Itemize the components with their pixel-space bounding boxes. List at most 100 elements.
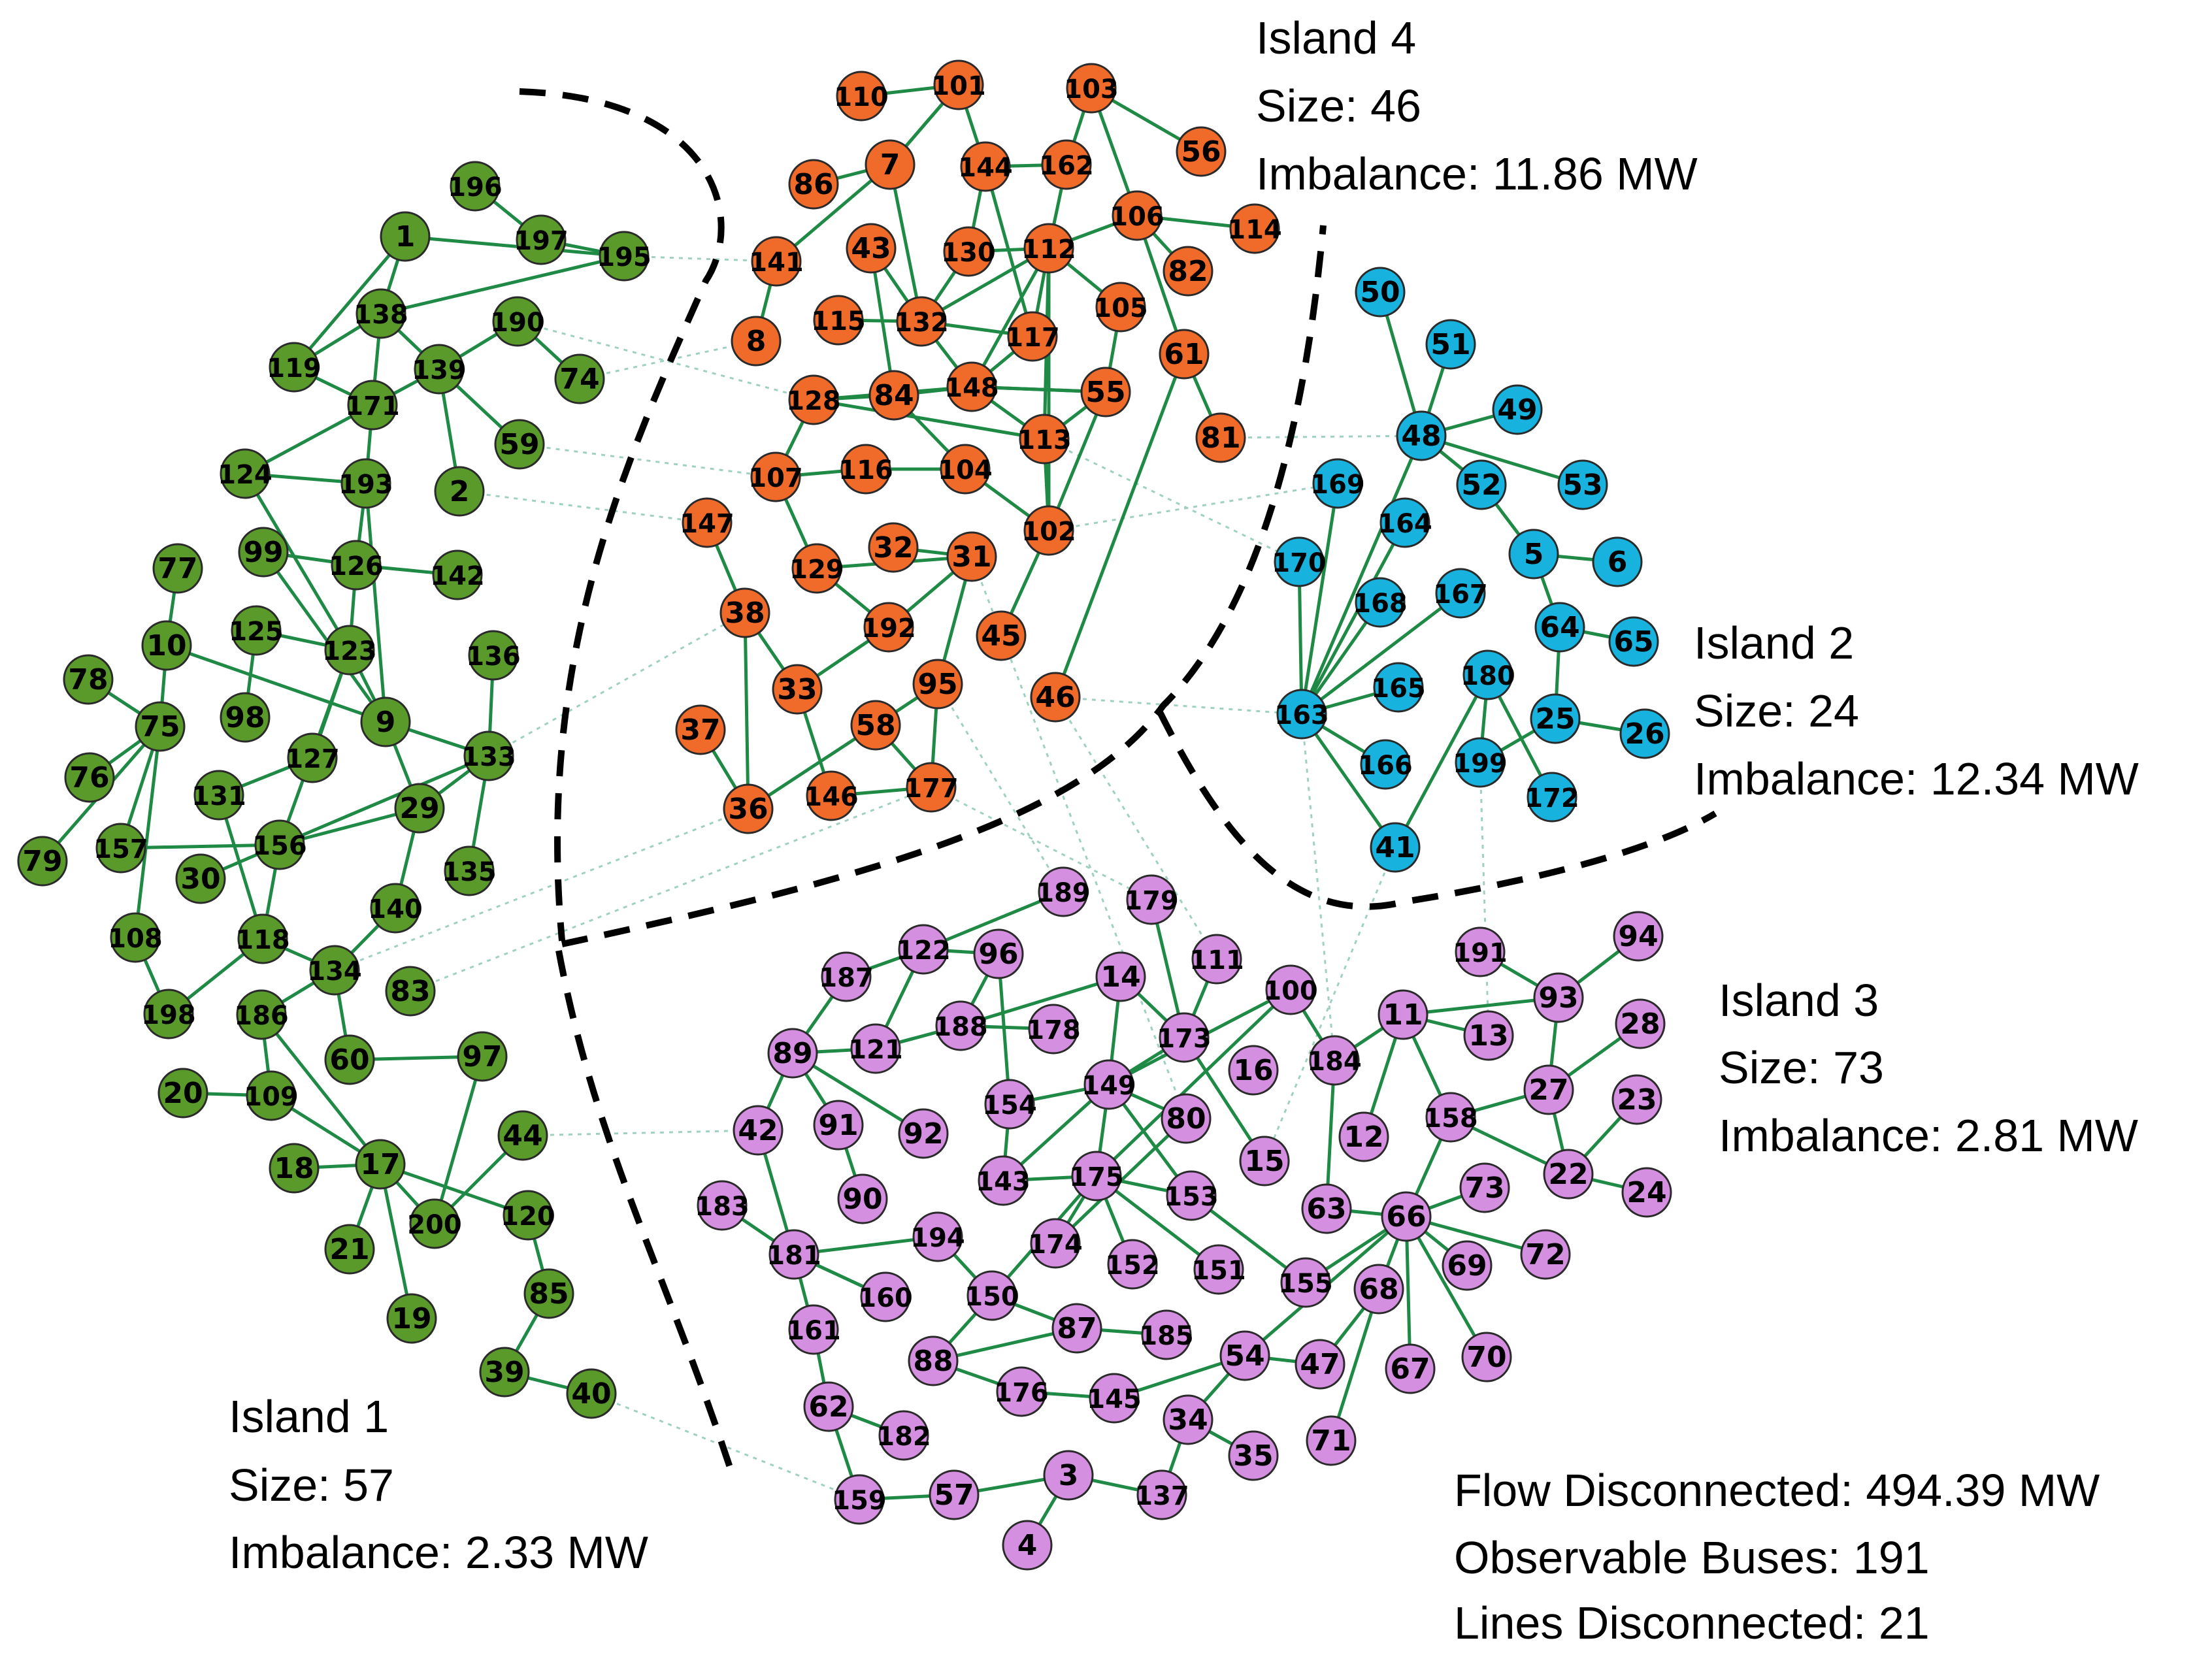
- flow-disconnected: Flow Disconnected: 494.39 MW: [1454, 1465, 2100, 1516]
- observable-buses: Observable Buses: 191: [1454, 1532, 1930, 1583]
- bus-node-53: 53: [1557, 459, 1608, 510]
- bus-label: 9: [376, 706, 396, 739]
- bus-label: 187: [819, 963, 874, 993]
- bus-node-181: 181: [767, 1229, 821, 1280]
- island-3-imbalance: Imbalance: 2.81 MW: [1719, 1110, 2138, 1161]
- bus-node-45: 45: [976, 610, 1027, 661]
- bus-label: 33: [777, 673, 817, 706]
- bus-circle: [973, 928, 1024, 979]
- bus-circle: [1425, 1092, 1476, 1143]
- bus-circle: [1126, 874, 1177, 925]
- bus-label: 4: [1017, 1529, 1038, 1562]
- bus-circle: [846, 223, 897, 274]
- bus-label: 190: [490, 308, 545, 338]
- bus-label: 146: [804, 782, 859, 812]
- bus-circle: [1306, 1415, 1357, 1466]
- bus-circle: [1112, 190, 1163, 241]
- bus-label: 200: [407, 1210, 462, 1240]
- bus-label: 78: [68, 663, 108, 696]
- bus-label: 166: [1358, 751, 1413, 781]
- bus-circle: [414, 344, 465, 395]
- line-edge: [1300, 713, 1397, 849]
- bus-circle: [340, 458, 391, 509]
- bus-circle: [1228, 1045, 1279, 1096]
- bus-circle: [355, 288, 406, 339]
- bus-circle: [566, 1368, 617, 1419]
- line-edge: [1300, 592, 1462, 715]
- bus-label: 153: [1164, 1182, 1219, 1212]
- disconnected-line: [488, 612, 746, 757]
- bus-label: 152: [1105, 1251, 1160, 1281]
- bus-node-148: 148: [944, 361, 999, 412]
- bus-circle: [254, 819, 305, 870]
- bus-node-41: 41: [1370, 822, 1421, 873]
- bus-label: 137: [1134, 1481, 1189, 1511]
- bus-node-141: 141: [749, 236, 804, 287]
- bus-circle: [1239, 1136, 1290, 1187]
- disconnected-line: [579, 340, 757, 380]
- bus-label: 63: [1306, 1192, 1346, 1226]
- bus-label: 26: [1625, 717, 1664, 751]
- bus-label: 145: [1087, 1384, 1142, 1415]
- line-edge: [1329, 1288, 1381, 1441]
- bus-label: 27: [1528, 1073, 1568, 1107]
- summary-info: Flow Disconnected: 494.39 MW Observable …: [1454, 1465, 2100, 1648]
- bus-node-161: 161: [786, 1304, 841, 1355]
- bus-circle: [682, 497, 733, 548]
- bus-label: 28: [1620, 1007, 1660, 1041]
- bus-node-20: 20: [157, 1068, 208, 1119]
- bus-node-37: 37: [675, 704, 726, 755]
- bus-circle: [110, 912, 161, 963]
- bus-label: 149: [1081, 1071, 1136, 1101]
- bus-node-43: 43: [846, 223, 897, 274]
- line-edge: [243, 472, 352, 651]
- bus-circle: [1041, 139, 1092, 190]
- bus-circle: [946, 531, 997, 582]
- bus-label: 38: [725, 597, 765, 630]
- bus-node-60: 60: [324, 1034, 375, 1085]
- bus-circle: [821, 951, 872, 1002]
- bus-node-183: 183: [695, 1180, 750, 1231]
- line-edge: [378, 1164, 414, 1319]
- bus-circle: [719, 587, 770, 638]
- bus-circle: [1461, 1332, 1512, 1383]
- line-edge: [380, 254, 625, 316]
- bus-node-69: 69: [1442, 1240, 1493, 1291]
- bus-label: 34: [1168, 1403, 1208, 1437]
- bus-circle: [1023, 505, 1074, 556]
- bus-node-89: 89: [767, 1028, 818, 1079]
- bus-label: 185: [1139, 1321, 1194, 1351]
- bus-node-51: 51: [1425, 319, 1476, 370]
- bus-label: 71: [1311, 1424, 1351, 1458]
- bus-circle: [767, 1028, 818, 1079]
- bus-circle: [380, 211, 431, 262]
- bus-label: 52: [1461, 468, 1501, 502]
- bus-circle: [1095, 282, 1146, 333]
- bus-circle: [806, 770, 857, 821]
- bus-node-72: 72: [1520, 1229, 1571, 1280]
- bus-circle: [1066, 63, 1117, 114]
- bus-node-67: 67: [1385, 1343, 1436, 1394]
- bus-circle: [946, 361, 997, 412]
- bus-label: 24: [1626, 1176, 1666, 1209]
- bus-node-167: 167: [1433, 568, 1488, 619]
- bus-node-140: 140: [368, 883, 423, 934]
- bus-circle: [599, 231, 650, 282]
- bus-circle: [860, 1271, 911, 1322]
- bus-node-31: 31: [946, 531, 997, 582]
- lines-disconnected: Lines Disconnected: 21: [1454, 1597, 1930, 1648]
- bus-circle: [193, 770, 244, 821]
- bus-node-38: 38: [719, 587, 770, 638]
- disconnected-line: [522, 1129, 759, 1137]
- bus-node-66: 66: [1381, 1191, 1432, 1242]
- bus-circle: [1028, 1004, 1079, 1055]
- bus-node-57: 57: [929, 1469, 980, 1520]
- bus-node-85: 85: [523, 1268, 574, 1319]
- bus-label: 8: [746, 325, 767, 358]
- bus-circle: [1455, 737, 1506, 788]
- bus-label: 56: [1181, 135, 1221, 169]
- bus-label: 57: [934, 1479, 974, 1512]
- bus-node-18: 18: [269, 1143, 320, 1194]
- bus-circle: [1456, 459, 1507, 510]
- bus-circle: [850, 1023, 901, 1074]
